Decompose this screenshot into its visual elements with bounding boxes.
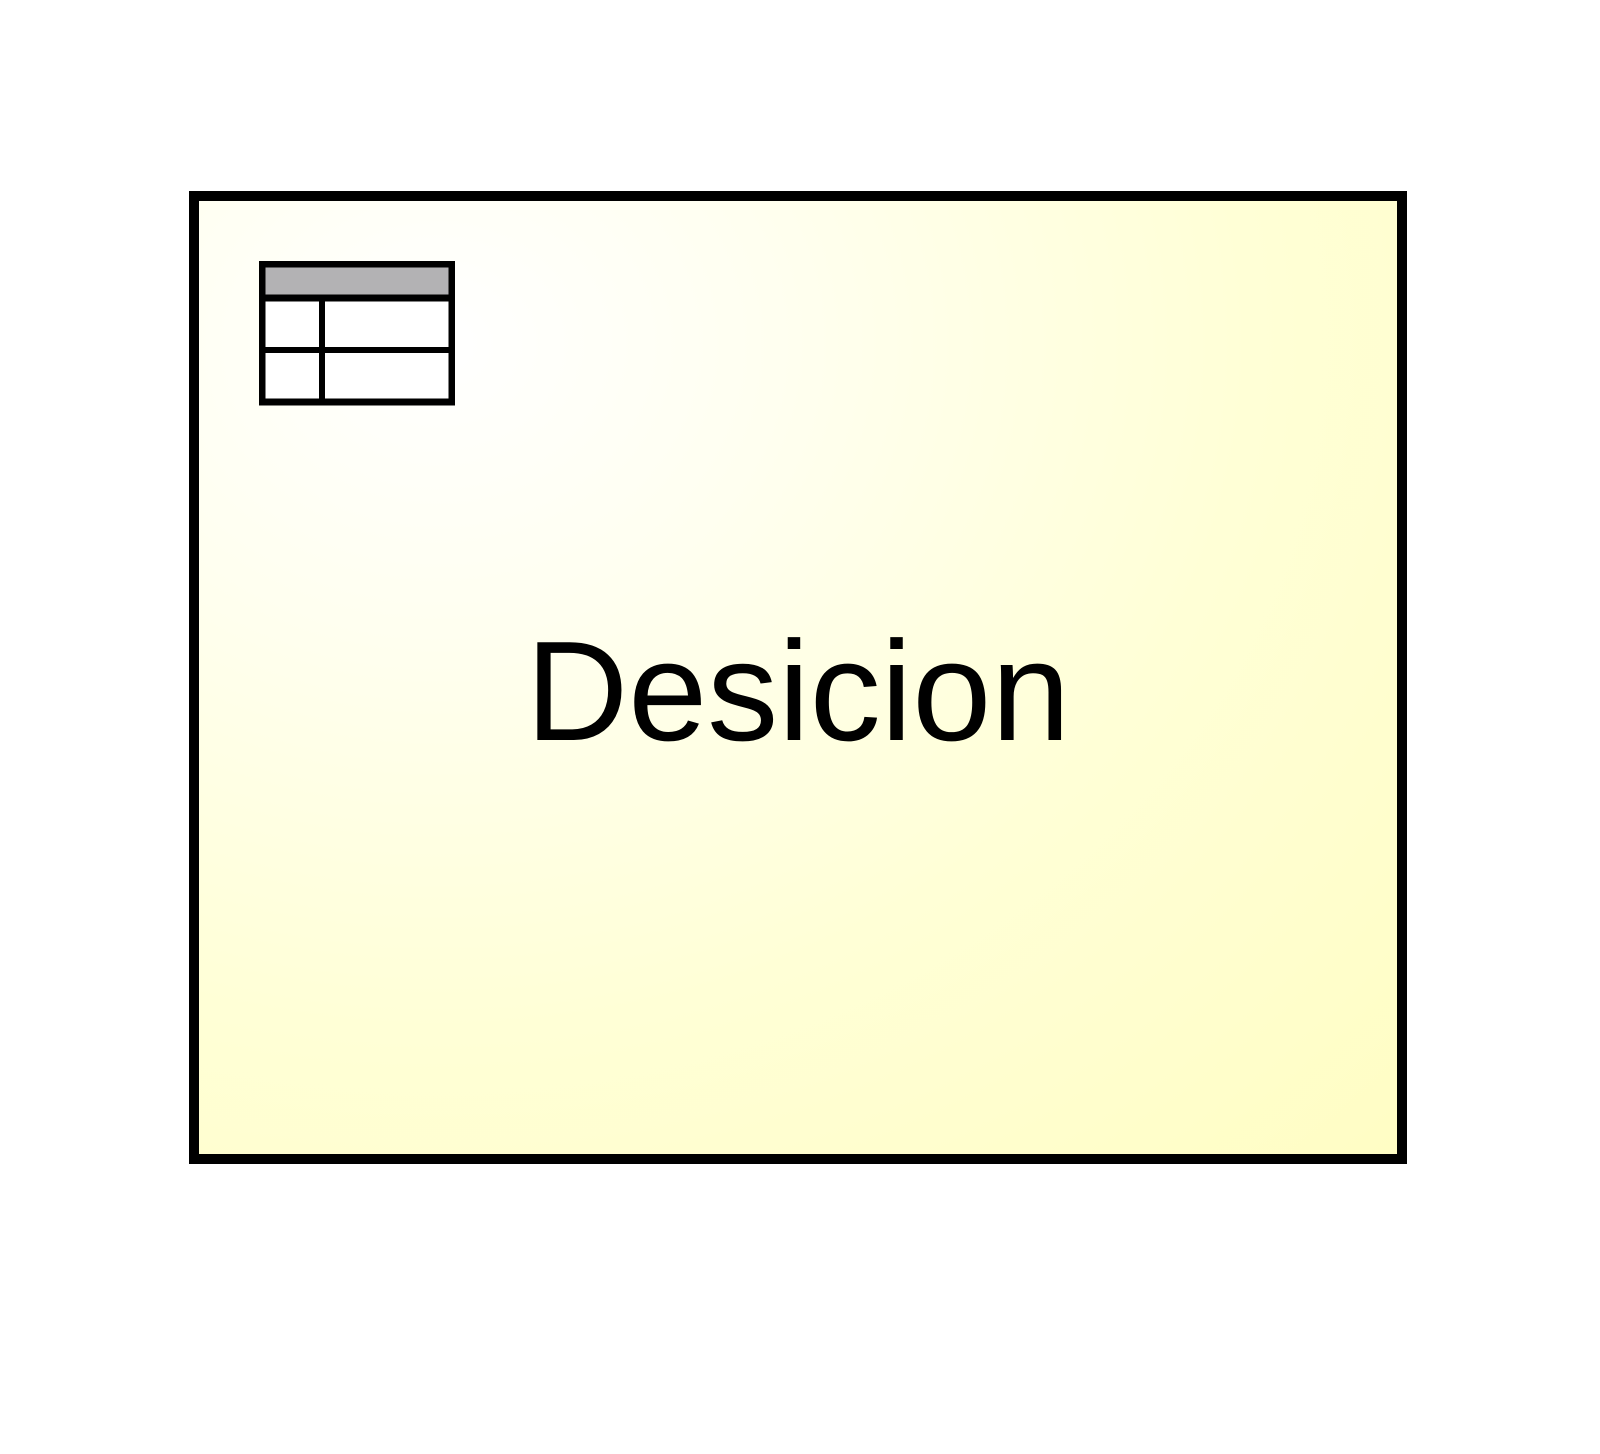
- table-icon-header: [259, 261, 455, 302]
- decision-table-icon: [259, 261, 455, 406]
- decision-label: Desicion: [525, 612, 1071, 771]
- decision-node[interactable]: Desicion: [189, 191, 1407, 1164]
